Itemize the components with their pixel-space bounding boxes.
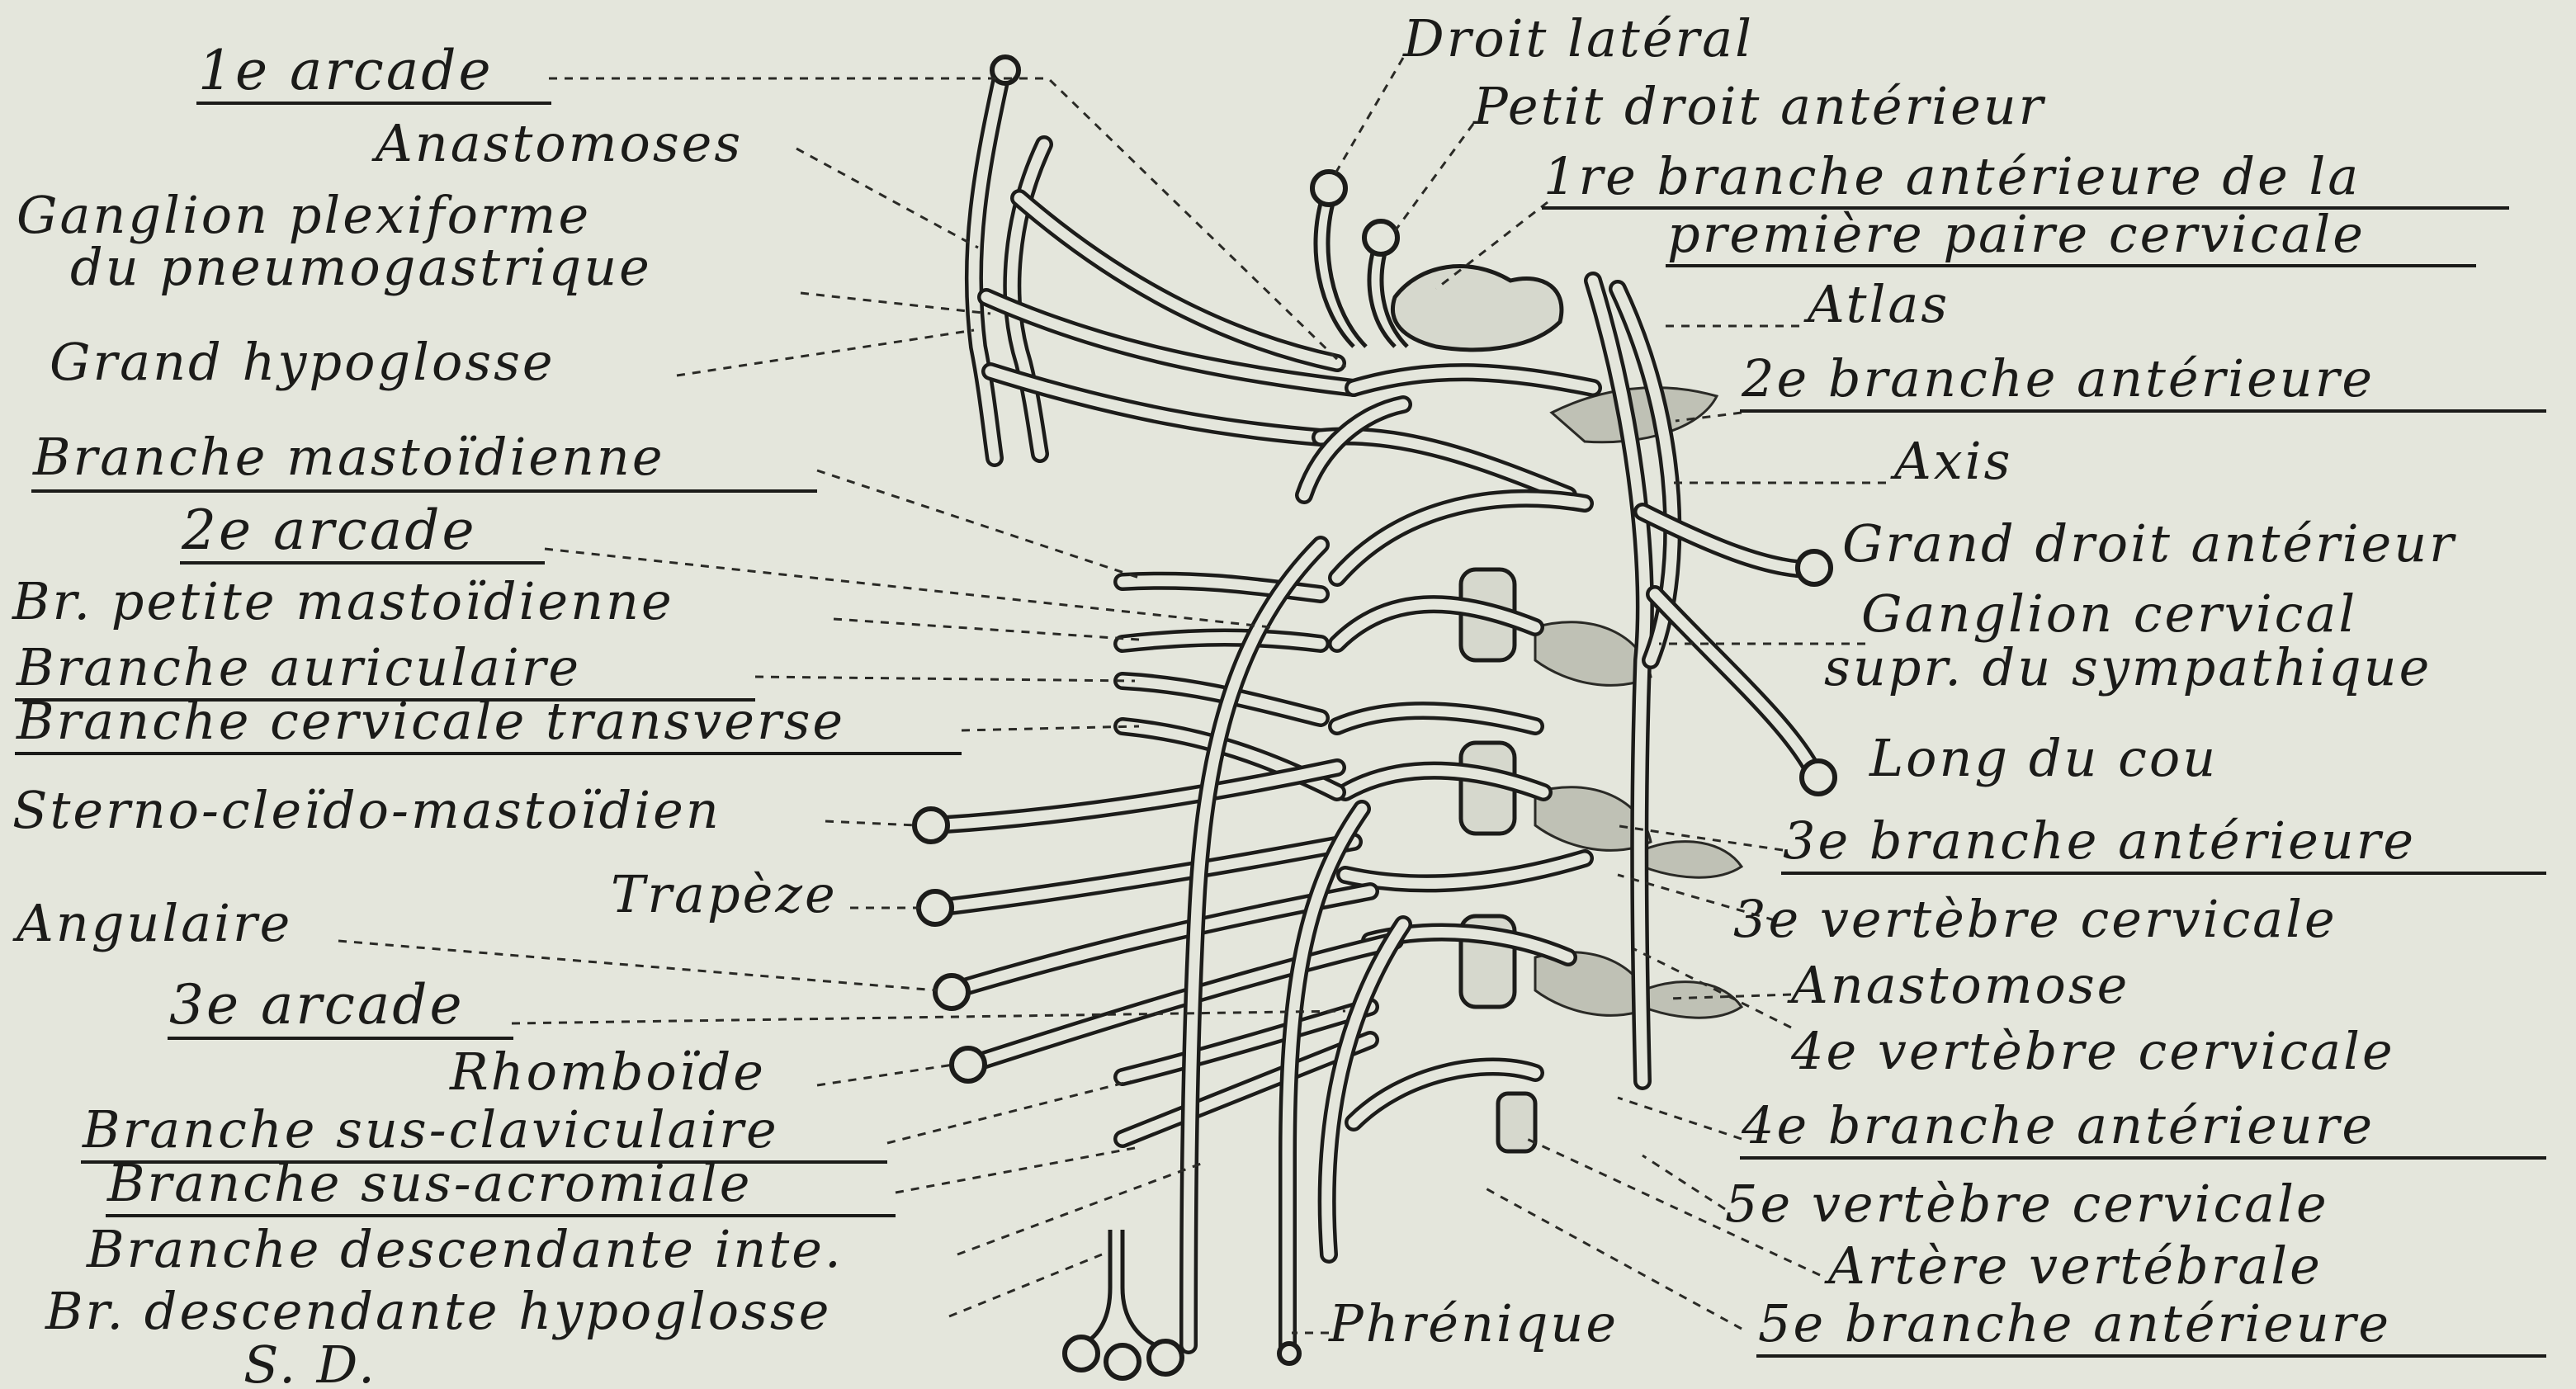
droit-lateral-end — [1312, 172, 1345, 205]
label-ganglion-cervical-2: supr. du sympathique — [1824, 637, 2432, 697]
label-branche-cervicale-transverse: Branche cervicale transverse — [16, 691, 845, 751]
left-labels: 1e arcade Anastomoses Ganglion plexiform… — [12, 39, 962, 1389]
label-long-du-cou: Long du cou — [1869, 728, 2218, 788]
label-branche-mastoidienne: Branche mastoïdienne — [32, 427, 665, 487]
label-branche4: 4e branche antérieure — [1741, 1095, 2375, 1155]
rhomboide-end — [952, 1048, 985, 1081]
bottom-knob-3 — [1149, 1341, 1182, 1374]
label-rhomboide: Rhomboïde — [449, 1042, 766, 1102]
label-ganglion-plexiforme-2: du pneumogastrique — [70, 237, 652, 297]
label-trapeze: Trapèze — [611, 864, 838, 924]
bottom-knob-2 — [1106, 1345, 1139, 1378]
angulaire-end — [935, 976, 968, 1009]
label-branche1-line1: 1re branche antérieure de la — [1543, 146, 2361, 206]
label-phrenique: Phrénique — [1328, 1293, 1619, 1354]
label-arcade2: 2e arcade — [181, 498, 477, 562]
label-atlas: Atlas — [1803, 274, 1950, 334]
trapeze-end — [919, 891, 952, 924]
bottom-knob-1 — [1065, 1337, 1098, 1370]
label-angulaire: Angulaire — [12, 893, 292, 953]
atlas-bone — [1392, 267, 1561, 350]
vagus-hypoglossal-trunks — [974, 57, 1354, 458]
label-artere-vertebrale: Artère vertébrale — [1824, 1235, 2323, 1296]
label-grand-hypoglosse: Grand hypoglosse — [50, 332, 555, 392]
label-arcade3: 3e arcade — [169, 973, 465, 1037]
label-branche5: 5e branche antérieure — [1758, 1293, 2391, 1354]
label-br-petite-mastoidienne: Br. petite mastoïdienne — [12, 571, 674, 631]
label-branche-descendante-int: Branche descendante inte. — [86, 1219, 844, 1279]
label-branche-sus-acromiale: Branche sus-acromiale — [106, 1153, 752, 1213]
label-vertebre3: 3e vertèbre cervicale — [1733, 889, 2337, 949]
right-labels: Droit latéral Petit droit antérieur 1re … — [1328, 8, 2546, 1356]
grand-droit-end — [1798, 551, 1831, 584]
label-signature: S. D. — [243, 1335, 377, 1389]
label-br-descendante-hypoglosse: Br. descendante hypoglosse — [45, 1281, 831, 1341]
label-axis: Axis — [1890, 431, 2012, 491]
label-branche1-line2: première paire cervicale — [1667, 204, 2366, 264]
label-arcade1: 1e arcade — [198, 39, 494, 102]
label-branche3: 3e branche antérieure — [1783, 810, 2416, 871]
label-grand-droit-anterieur: Grand droit antérieur — [1842, 513, 2456, 574]
label-sterno-cleido: Sterno-cleïdo-mastoïdien — [12, 780, 721, 840]
label-ganglion-cervical-1: Ganglion cervical — [1861, 583, 2357, 644]
label-petit-droit-anterieur: Petit droit antérieur — [1472, 76, 2046, 136]
petit-droit-end — [1364, 221, 1397, 254]
long-du-cou-end — [1802, 761, 1835, 794]
label-anastomoses: Anastomoses — [371, 113, 743, 173]
label-anastomose: Anastomose — [1787, 955, 2129, 1015]
label-droit-lateral: Droit latéral — [1402, 8, 1754, 69]
phrenique-end — [1279, 1344, 1299, 1363]
label-branche2: 2e branche antérieure — [1741, 348, 2375, 409]
label-branche-auriculaire: Branche auriculaire — [16, 637, 581, 697]
label-branche-sus-claviculaire: Branche sus-claviculaire — [82, 1099, 779, 1160]
label-vertebre5: 5e vertèbre cervicale — [1725, 1174, 2329, 1234]
sterno-end — [915, 809, 948, 842]
label-vertebre4: 4e vertèbre cervicale — [1790, 1021, 2395, 1081]
descending-nerves — [1065, 545, 1403, 1378]
